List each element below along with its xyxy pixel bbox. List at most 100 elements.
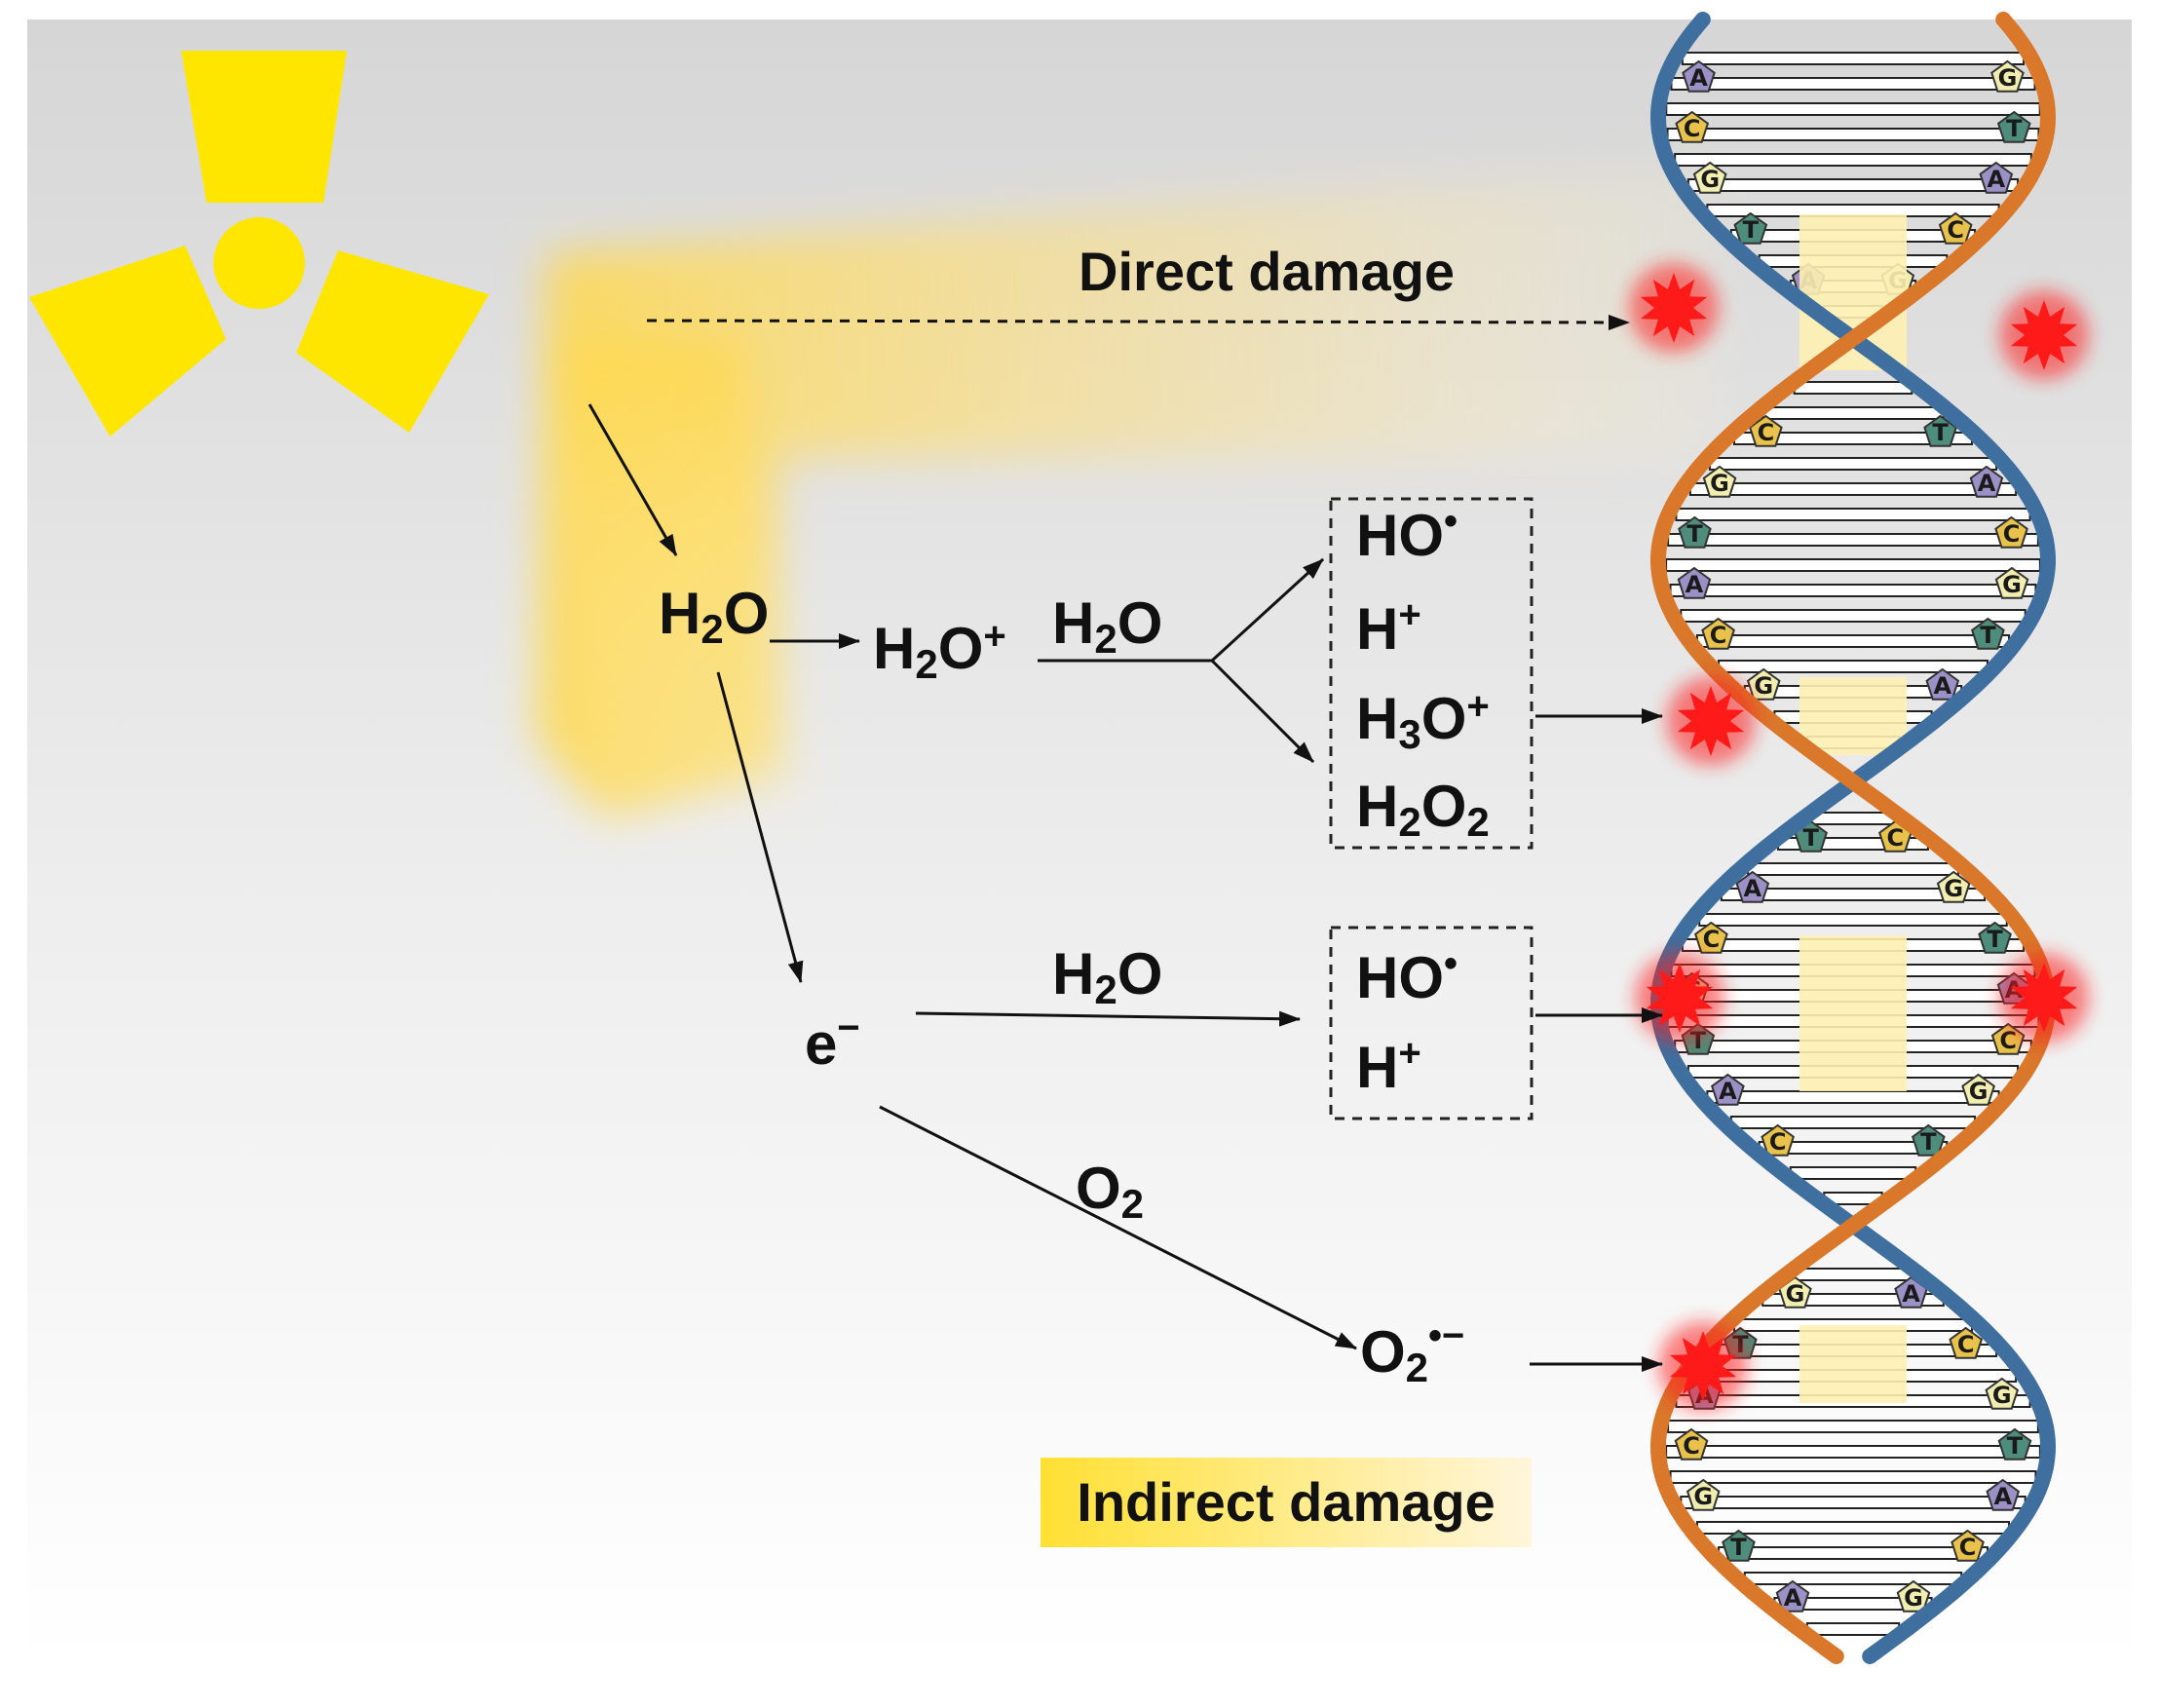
- dna-base-letter: G: [1904, 1584, 1923, 1612]
- base-pair-rung: [1789, 1166, 1917, 1180]
- dna-base-letter: T: [1932, 419, 1949, 446]
- box1-hydrogen-peroxide: H2O2: [1356, 774, 1490, 845]
- electron-to-box2-arrow: [915, 1010, 1301, 1027]
- dna-base-letter: C: [1703, 926, 1721, 953]
- base-pair-rung: [1665, 1445, 2041, 1459]
- dna-base-c-icon: [1749, 414, 1783, 447]
- electron: e−: [805, 1006, 860, 1077]
- damage-star: [1669, 1331, 1737, 1401]
- box1-hydronium: H3O+: [1356, 685, 1490, 757]
- dna-base-c-icon: [1701, 617, 1735, 650]
- base-pair-rung: [1793, 1268, 1913, 1281]
- dna-base-letter: G: [1693, 1483, 1713, 1510]
- base-pair-rung: [1747, 862, 1959, 876]
- base-pair-rung: [1688, 482, 2018, 496]
- dna-base-g-icon: [1692, 161, 1727, 194]
- dna-base-g-icon: [1994, 566, 2029, 599]
- dna-base-t-icon: [1997, 1427, 2032, 1461]
- dna-base-letter: T: [1920, 1128, 1937, 1156]
- base-pair-rung: [1670, 77, 2036, 91]
- dna-base-t-icon: [1722, 1529, 1756, 1562]
- dna-base-a-icon: [1735, 870, 1770, 903]
- base-pair-rung: [1680, 1496, 2026, 1509]
- dna-base-c-icon: [1761, 1123, 1795, 1157]
- base-pair-rung: [1809, 812, 1897, 825]
- dna-base-c-icon: [1674, 1427, 1709, 1461]
- dna-base-letter: G: [1786, 1280, 1805, 1308]
- base-pair-rung: [1669, 1470, 2037, 1484]
- reactant-water-2: H2O: [1052, 941, 1162, 1012]
- damage-star: [1640, 273, 1708, 343]
- dna-base-letter: T: [1730, 1534, 1747, 1561]
- base-pair-rung: [1675, 508, 2031, 521]
- dna-base-a-icon: [1979, 161, 2014, 194]
- reactant-oxygen: O2: [1076, 1156, 1144, 1227]
- water-source: H2O: [659, 581, 769, 652]
- base-pair-rung: [1793, 381, 1913, 395]
- dna-base-letter: A: [1743, 875, 1761, 902]
- dna-base-t-icon: [1923, 414, 1957, 447]
- damage-burst-icon: [1999, 953, 2089, 1043]
- base-pair-rung: [1666, 128, 2040, 141]
- direct-damage-arrow: [646, 314, 1630, 330]
- dna-base-letter: T: [1686, 520, 1703, 548]
- box2-proton: H+: [1356, 1032, 1421, 1100]
- dna-base-a-icon: [1986, 1478, 2021, 1511]
- dna-base-letter: A: [1784, 1584, 1802, 1612]
- dna-base-c-icon: [1994, 515, 2028, 549]
- dna-base-a-icon: [1677, 566, 1712, 599]
- electron-to-superoxide-arrow: [879, 1105, 1357, 1350]
- damage-burst-icon: [1666, 676, 1756, 766]
- dna-base-letter: C: [1959, 1534, 1977, 1561]
- dna-base-c-icon: [1949, 1326, 1984, 1359]
- base-pair-rung: [1718, 1546, 1989, 1560]
- dna-base-letter: C: [1710, 622, 1727, 649]
- water-to-electron-arrow: [716, 671, 804, 983]
- base-pair-rung: [1805, 1622, 1901, 1636]
- dna-base-t-icon: [1978, 921, 2012, 954]
- base-pair-rung: [1706, 1090, 2000, 1104]
- base-pair-rung: [1729, 1116, 1977, 1129]
- base-pair-rung: [1665, 102, 2041, 116]
- damage-burst-icon: [1658, 1321, 1748, 1411]
- dna-base-letter: G: [1700, 166, 1720, 193]
- reactant-water-1: H2O: [1052, 590, 1162, 662]
- dna-base-g-icon: [1702, 465, 1737, 498]
- dna-base-c-icon: [1951, 1529, 1985, 1562]
- base-pair-rung: [1708, 457, 1998, 471]
- dna-base-letter: T: [1987, 926, 2003, 953]
- damage-burst-icon: [1629, 263, 1719, 353]
- dna-base-a-icon: [1925, 667, 1960, 701]
- dna-base-letter: A: [1993, 1483, 2012, 1510]
- dna-base-letter: C: [1758, 419, 1775, 446]
- dna-base-g-icon: [1961, 1073, 1995, 1106]
- dna-base-c-icon: [1938, 211, 1973, 245]
- dna-base-letter: C: [1887, 824, 1905, 852]
- base-pair-rung: [1695, 634, 2011, 648]
- dna-base-letter: A: [1689, 64, 1708, 92]
- dna-base-letter: C: [1947, 216, 1964, 244]
- dna-base-g-icon: [1896, 1579, 1931, 1613]
- dna-base-t-icon: [1733, 211, 1768, 245]
- base-pair-rung: [1681, 52, 2026, 65]
- box1-hydroxyl-radical: HO•: [1356, 500, 1458, 568]
- dna-base-letter: A: [1902, 1280, 1920, 1308]
- dna-base-letter: C: [1769, 1128, 1787, 1156]
- dna-base-letter: T: [1743, 216, 1760, 244]
- damage-star: [1677, 686, 1745, 756]
- damage-star: [2010, 963, 2078, 1033]
- base-pair-rung: [1665, 558, 2041, 572]
- dna-base-letter: G: [1710, 470, 1729, 497]
- base-pair-rung: [1718, 660, 1989, 673]
- dna-base-c-icon: [1675, 110, 1710, 143]
- dna-base-letter: G: [1998, 64, 2018, 92]
- dna-base-g-icon: [1985, 1377, 2020, 1410]
- dna-base-c-icon: [1694, 921, 1728, 954]
- direct-damage-label: Direct damage: [1079, 241, 1455, 302]
- base-pair-rung: [1674, 153, 2032, 167]
- base-pair-rung: [1667, 533, 2039, 547]
- dna-base-t-icon: [1996, 110, 2031, 143]
- dna-strand-blue: [1649, 12, 2057, 1664]
- dna-base-letter: A: [1686, 571, 1704, 598]
